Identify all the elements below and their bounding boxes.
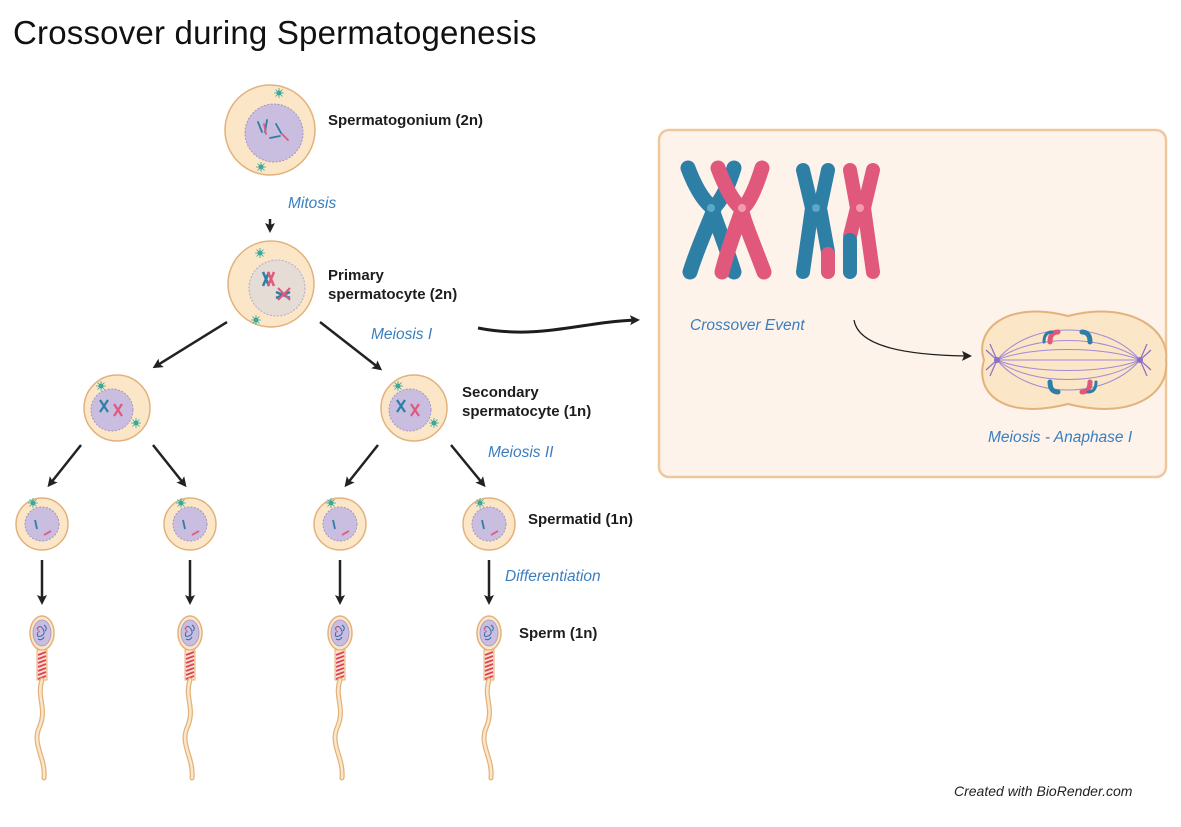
label-meiosis-1: Meiosis I xyxy=(371,326,433,343)
arrow-meiosis2-1 xyxy=(47,444,82,488)
spermatid-cell-1 xyxy=(15,497,69,551)
sperm-cell-4 xyxy=(477,616,501,778)
label-anaphase-1: Meiosis - Anaphase I xyxy=(988,429,1133,446)
label-secondary-line2: spermatocyte (1n) xyxy=(462,403,592,420)
spermatid-cell-4 xyxy=(462,497,516,551)
label-primary-line2: spermatocyte (2n) xyxy=(328,286,458,303)
arrow-meiosis1-left xyxy=(152,320,228,369)
label-secondary-line1: Secondary xyxy=(462,384,539,401)
label-spermatogonium: Spermatogonium (2n) xyxy=(328,112,484,129)
sperm-cell-1 xyxy=(30,616,54,778)
secondary-spermatocyte-cell-right xyxy=(380,374,448,442)
credit-text: Created with BioRender.com xyxy=(954,783,1133,799)
arrow-meiosis1-right xyxy=(319,321,383,371)
anaphase-cell xyxy=(981,310,1168,410)
recombinant-chromatids xyxy=(796,163,880,279)
arrow-to-inset xyxy=(477,315,640,334)
arrow-to-anaphase xyxy=(853,319,972,361)
label-spermatid: Spermatid (1n) xyxy=(528,511,634,528)
label-primary-line1: Primary xyxy=(328,267,384,284)
label-crossover-event: Crossover Event xyxy=(690,317,805,334)
label-meiosis-2: Meiosis II xyxy=(488,444,554,461)
arrow-meiosis2-4 xyxy=(450,444,486,488)
primary-spermatocyte-cell xyxy=(227,240,315,328)
label-differentiation: Differentiation xyxy=(505,568,601,585)
sperm-cell-2 xyxy=(178,616,202,778)
spermatogonium-cell xyxy=(224,84,316,176)
arrow-meiosis2-3 xyxy=(344,444,379,488)
spermatid-cell-2 xyxy=(163,497,217,551)
label-sperm: Sperm (1n) xyxy=(519,625,598,642)
label-mitosis: Mitosis xyxy=(288,195,337,212)
secondary-spermatocyte-cell-left xyxy=(83,374,151,442)
sperm-cell-3 xyxy=(328,616,352,778)
spermatid-cell-3 xyxy=(313,497,367,551)
diagram-title: Crossover during Spermatogenesis xyxy=(13,14,537,51)
lineage-arrows xyxy=(37,219,494,605)
homologous-pair-crossing xyxy=(680,160,772,280)
arrow-meiosis2-2 xyxy=(152,444,187,488)
